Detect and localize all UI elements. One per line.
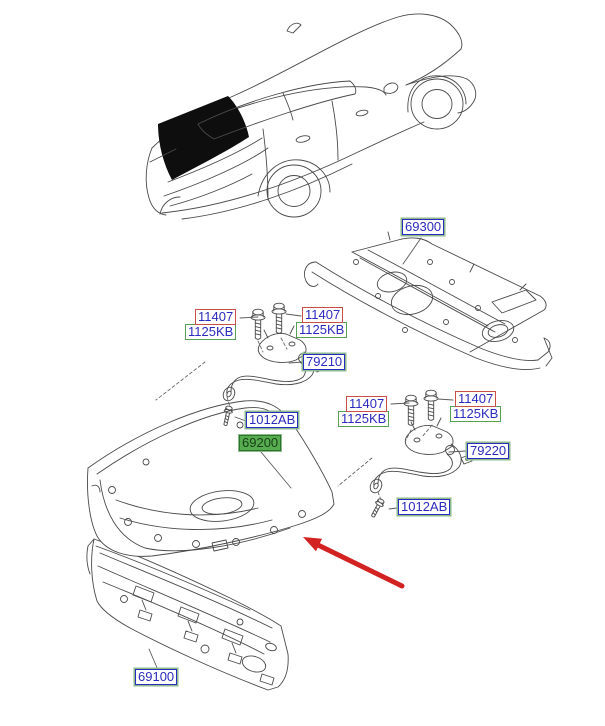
hinge-bolt-drawing-rh-2 [423, 389, 439, 421]
vehicle-illustration [146, 14, 476, 219]
part-label-1125kb-lh-outer[interactable]: 1125KB [185, 324, 237, 340]
part-label-1012ab-lh[interactable]: 1012AB [246, 412, 299, 428]
part-label-11407-lh-outer[interactable]: 11407 [195, 309, 237, 325]
package-tray-panel-drawing [304, 232, 552, 370]
part-label-1125kb-lh-inner[interactable]: 1125KB [296, 322, 348, 338]
part-label-69300[interactable]: 69300 [402, 219, 445, 235]
rear-wheel [267, 165, 321, 217]
hinge-bolt-drawing-lh-2 [271, 302, 287, 334]
stud-bolt-drawing-rh [368, 496, 387, 520]
part-label-11407-rh-inner[interactable]: 11407 [455, 391, 497, 407]
leader-lines [149, 238, 466, 670]
antenna-fin [287, 23, 301, 33]
hinge-right-drawing [367, 417, 473, 496]
part-label-69200-highlighted[interactable]: 69200 [239, 435, 282, 451]
part-label-1012ab-rh[interactable]: 1012AB [398, 499, 451, 515]
part-label-69100[interactable]: 69100 [135, 669, 178, 685]
part-label-1125kb-rh-outer[interactable]: 1125KB [338, 411, 390, 427]
hinge-bolt-drawing-rh-1 [403, 394, 419, 426]
side-mirror [384, 83, 398, 93]
hinge-bolt-drawing-lh-1 [250, 308, 266, 340]
part-label-11407-lh-inner[interactable]: 11407 [302, 307, 344, 323]
projection-lines [156, 338, 432, 500]
back-panel-drawing [87, 539, 288, 690]
part-label-1125kb-rh-inner[interactable]: 1125KB [450, 406, 502, 422]
part-label-79210[interactable]: 79210 [303, 354, 346, 370]
rear-glass-shading [158, 96, 249, 180]
front-wheel [411, 79, 463, 129]
part-label-11407-rh-outer[interactable]: 11407 [346, 396, 388, 412]
part-label-79220[interactable]: 79220 [467, 443, 510, 459]
pointer-arrow [303, 537, 402, 586]
